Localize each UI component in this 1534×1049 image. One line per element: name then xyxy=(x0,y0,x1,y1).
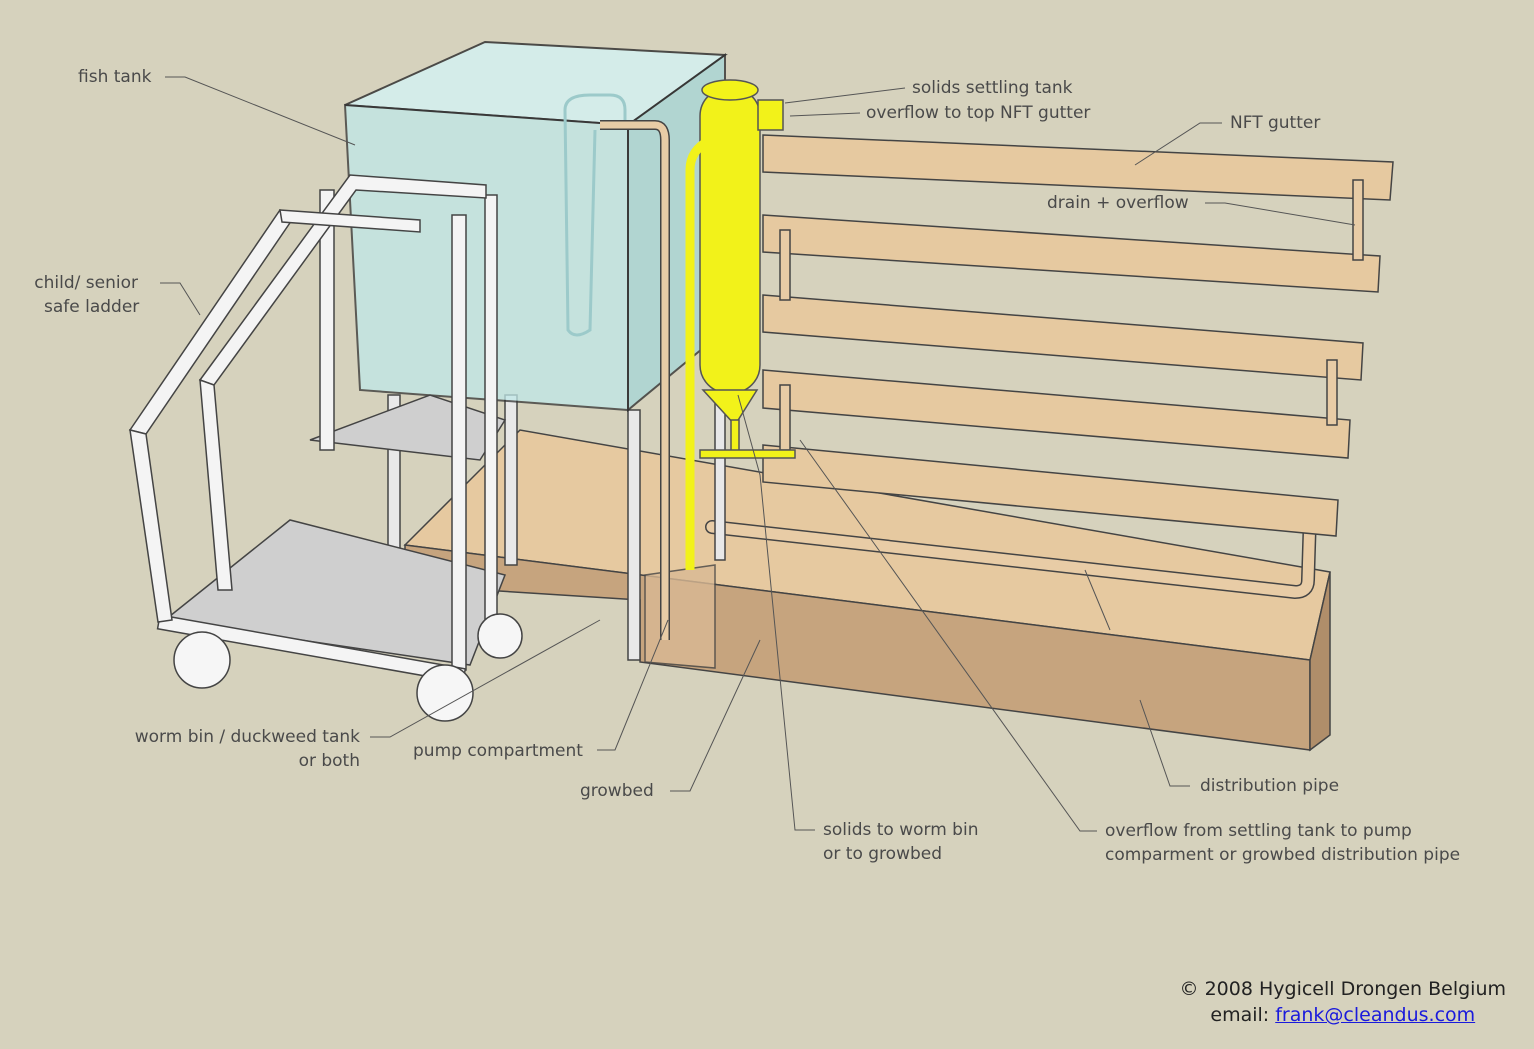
copyright: © 2008 Hygicell Drongen Belgium xyxy=(1179,978,1506,1000)
label-ladder-line1: child/ senior xyxy=(34,273,138,293)
label-ladder: child/ senior safe ladder xyxy=(28,271,140,319)
label-drain-overflow: drain + overflow xyxy=(1047,193,1189,213)
email-label: email: xyxy=(1210,1004,1270,1026)
label-pump-compartment: pump compartment xyxy=(413,741,583,761)
email-line: email: frank@cleandus.com xyxy=(1180,1002,1506,1028)
label-fish-tank: fish tank xyxy=(78,67,152,87)
label-ladder-line2: safe ladder xyxy=(44,297,140,317)
settling-tank xyxy=(685,79,796,570)
label-distribution-pipe: distribution pipe xyxy=(1200,776,1340,796)
label-worm-bin-line2: or both xyxy=(298,751,360,771)
label-overflow-top: overflow to top NFT gutter xyxy=(866,103,1091,123)
nft-gutters xyxy=(762,134,1394,537)
label-solids-line2: or to growbed xyxy=(823,844,943,864)
label-solids-settling-tank: solids settling tank xyxy=(912,78,1073,98)
label-worm-bin: worm bin / duckweed tank or both xyxy=(118,725,360,773)
label-nft-gutter: NFT gutter xyxy=(1230,113,1321,133)
label-solids-to-worm-bin: solids to worm bin or to growbed xyxy=(823,818,978,866)
label-growbed: growbed xyxy=(580,781,654,801)
distribution-pipe xyxy=(705,508,1317,600)
leader-lines xyxy=(160,76,1356,832)
safe-ladder xyxy=(128,174,523,722)
label-overflow-line1: overflow from settling tank to pump xyxy=(1105,821,1412,841)
label-solids-line1: solids to worm bin xyxy=(823,820,979,840)
email-link[interactable]: frank@cleandus.com xyxy=(1275,1004,1476,1026)
footer: © 2008 Hygicell Drongen Belgium email: f… xyxy=(1180,976,1506,1028)
label-overflow-from-settling: overflow from settling tank to pump comp… xyxy=(1105,819,1460,867)
label-worm-bin-line1: worm bin / duckweed tank xyxy=(134,727,360,747)
label-overflow-line2: comparment or growbed distribution pipe xyxy=(1105,845,1461,865)
